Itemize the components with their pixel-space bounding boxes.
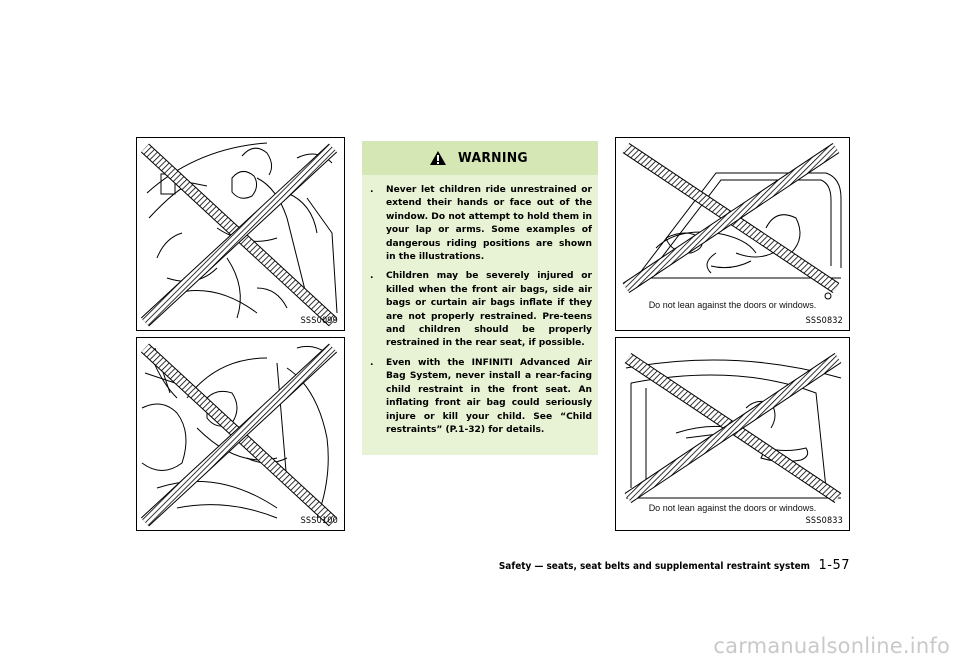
- leaning-on-window-illustration: [622, 143, 842, 300]
- watermark[interactable]: carmanualsonline.info: [713, 634, 950, 658]
- figure-code: SSS0099: [300, 316, 338, 326]
- page-number: 1-57: [818, 558, 850, 573]
- bullet: .: [370, 185, 374, 195]
- warning-item-text: Children may be severely injured or kill…: [386, 271, 592, 349]
- bullet: .: [370, 271, 374, 282]
- section-title: Safety — seats, seat belts and supplemen…: [498, 561, 810, 572]
- figure-sss0099: SSS0099: [136, 137, 345, 331]
- arm-out-window-illustration: [624, 353, 842, 503]
- warning-item: . Never let children ride unrestrained o…: [370, 184, 592, 264]
- warning-item: . Children may be severely injured or ki…: [370, 270, 592, 350]
- rear-facing-child-seat-illustration: [140, 343, 338, 527]
- figure-sss0100: SSS0100: [136, 337, 345, 531]
- figure-code: SSS0100: [300, 516, 338, 526]
- page-footer: Safety — seats, seat belts and supplemen…: [479, 558, 850, 573]
- figure-caption: Do not lean against the doors or windows…: [648, 300, 817, 310]
- warning-box: WARNING . Never let children ride unrest…: [362, 141, 598, 455]
- warning-item-text: Never let children ride unrestrained or …: [386, 185, 592, 263]
- warning-item-text: Even with the INFINITI Advanced Air Bag …: [386, 357, 592, 435]
- warning-item: . Even with the INFINITI Advanced Air Ba…: [370, 357, 592, 437]
- figure-sss0833: Do not lean against the doors or windows…: [615, 337, 850, 531]
- figure-caption: Do not lean against the doors or windows…: [648, 503, 817, 513]
- warning-list: . Never let children ride unrestrained o…: [370, 184, 592, 443]
- warning-triangle-icon: [430, 151, 447, 165]
- warning-header: WARNING: [362, 141, 598, 175]
- bullet: .: [370, 357, 374, 368]
- figure-code: SSS0833: [805, 516, 843, 526]
- figure-code: SSS0832: [805, 316, 843, 326]
- figure-sss0832: Do not lean against the doors or windows…: [615, 137, 850, 331]
- warning-title: WARNING: [458, 150, 528, 166]
- child-in-lap-illustration: [140, 142, 338, 327]
